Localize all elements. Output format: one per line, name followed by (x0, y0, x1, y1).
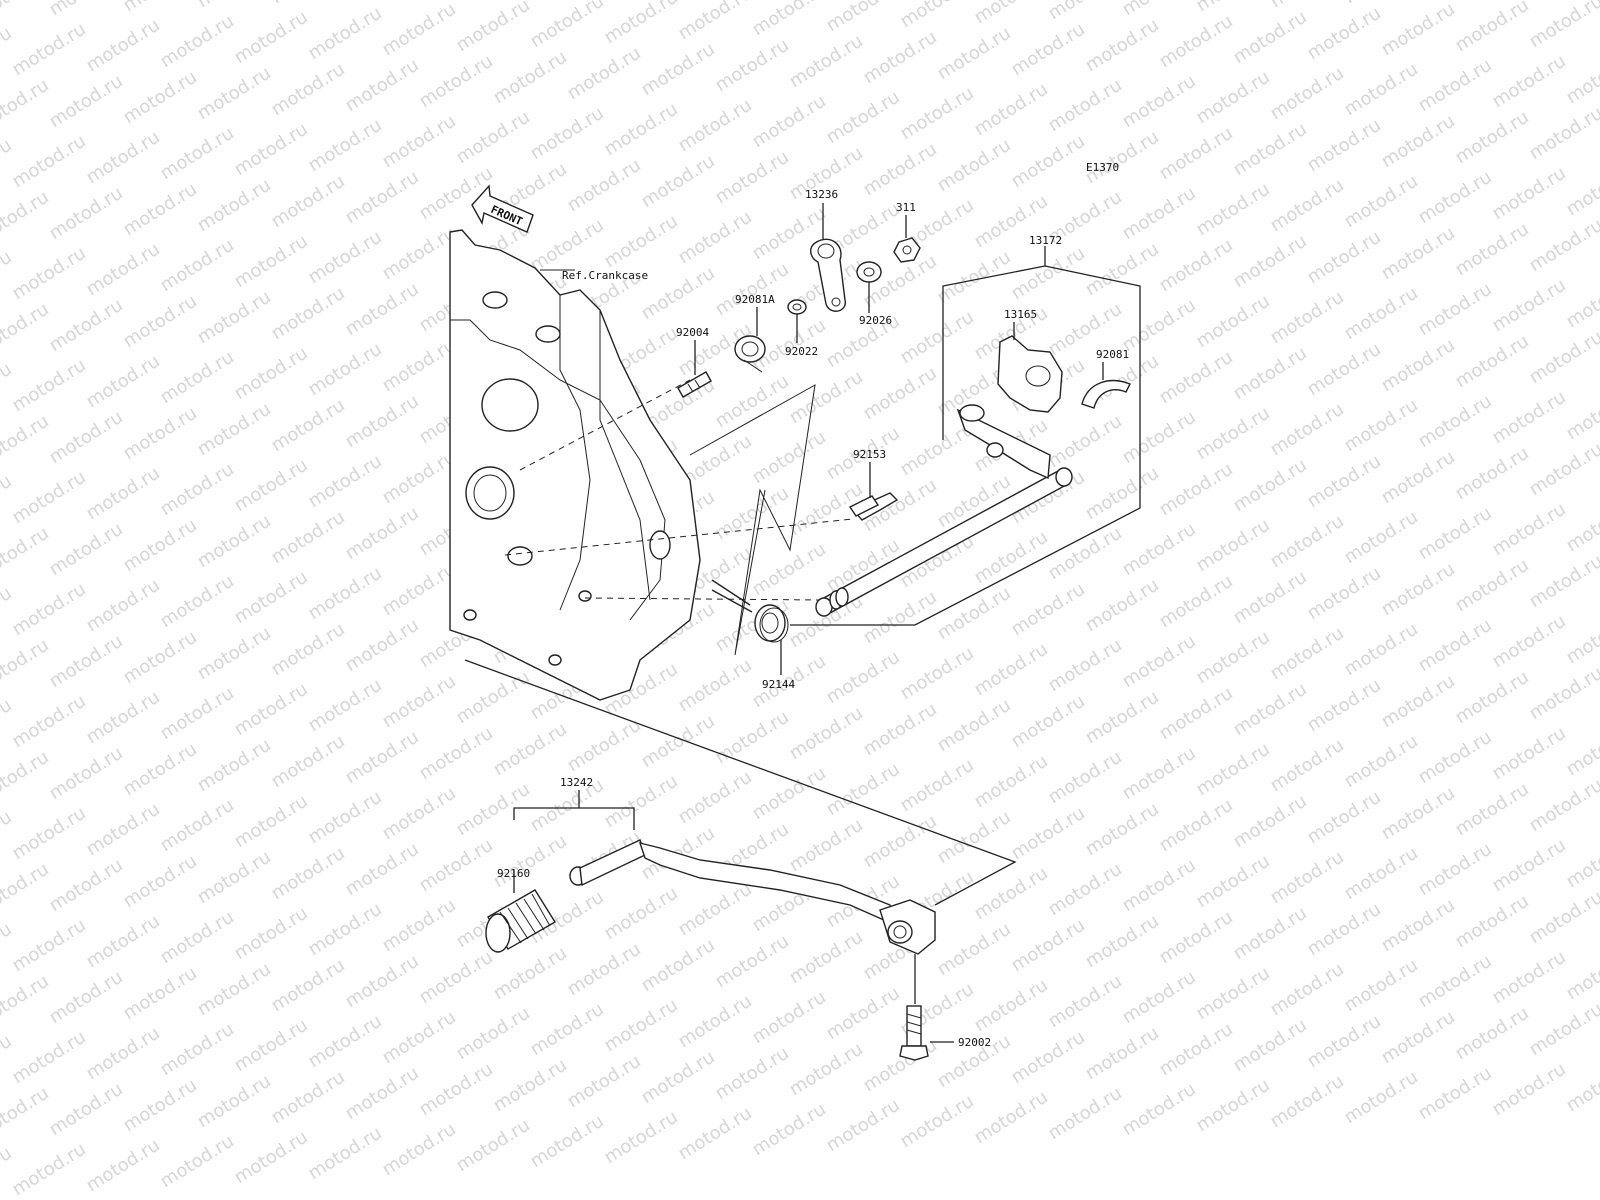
crankcase-reference-label: Ref.Crankcase (562, 269, 648, 282)
part-label-92004: 92004 (676, 326, 709, 339)
part-label-92160: 92160 (497, 867, 530, 880)
crankcase (449, 229, 701, 701)
return-spring-92144 (711, 579, 789, 643)
bolt-92002 (899, 1005, 929, 1061)
shift-plate (997, 335, 1063, 413)
part-label-92081A: 92081A (735, 293, 775, 306)
shift-pedal (569, 839, 936, 955)
part-label-92153: 92153 (853, 448, 886, 461)
front-arrow-icon: FRONT (471, 184, 534, 233)
washer-92022 (787, 299, 807, 315)
part-label-13236: 13236 (805, 188, 838, 201)
part-label-92022: 92022 (785, 345, 818, 358)
part-label-13242: 13242 (560, 776, 593, 789)
shift-shaft (815, 404, 1073, 617)
part-label-92002: 92002 (958, 1036, 991, 1049)
pedal-rubber (485, 889, 556, 953)
spring-clip (1081, 380, 1131, 409)
spring-92081A (734, 335, 766, 373)
part-label-92081: 92081 (1096, 348, 1129, 361)
part-label-92026: 92026 (859, 314, 892, 327)
part-label-311: 311 (896, 201, 916, 214)
part-label-13165: 13165 (1004, 308, 1037, 321)
pin-92153 (848, 492, 899, 521)
part-label-92144: 92144 (762, 678, 795, 691)
stud-92004 (677, 371, 712, 398)
diagram-code: E1370 (1086, 161, 1119, 174)
lever-13236 (810, 238, 846, 312)
part-label-13172: 13172 (1029, 234, 1062, 247)
nut-311 (893, 237, 921, 263)
washer-92026 (856, 261, 882, 283)
